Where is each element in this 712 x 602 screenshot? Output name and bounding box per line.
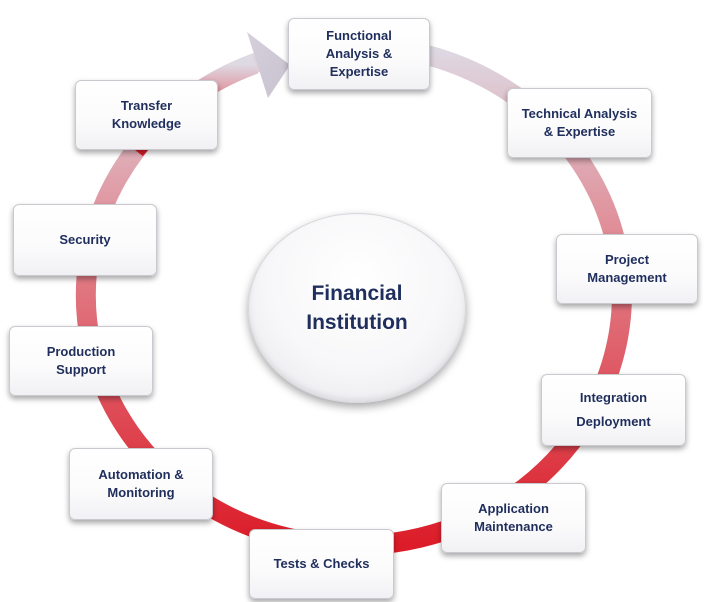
step-label: Transfer Knowledge (111, 98, 182, 131)
step-production-support: Production Support (9, 326, 153, 396)
step-label: Application Maintenance (474, 501, 553, 534)
center-node: Financial Institution (248, 213, 466, 403)
step-integration-deployment: Integration Deployment (541, 374, 686, 446)
step-application-maintenance: Application Maintenance (441, 483, 586, 553)
step-automation-monitoring: Automation & Monitoring (69, 448, 213, 520)
step-technical-analysis: Technical Analysis & Expertise (507, 88, 652, 158)
center-label: Financial Institution (306, 282, 408, 334)
step-label: Security (59, 232, 111, 247)
step-label: Automation & Monitoring (98, 467, 184, 500)
step-label: Technical Analysis & Expertise (521, 106, 638, 139)
step-transfer-knowledge: Transfer Knowledge (75, 80, 218, 150)
step-label: Tests & Checks (273, 556, 370, 571)
step-project-management: Project Management (556, 234, 698, 304)
step-functional-analysis: Functional Analysis & Expertise (288, 18, 430, 90)
step-label: Functional Analysis & Expertise (325, 28, 393, 79)
step-label: Integration Deployment (576, 390, 651, 429)
step-label: Production Support (46, 344, 116, 377)
step-security: Security (13, 204, 157, 276)
step-label: Project Management (587, 252, 667, 285)
step-tests-checks: Tests & Checks (249, 529, 394, 599)
cycle-arrow-head-icon (247, 32, 290, 98)
